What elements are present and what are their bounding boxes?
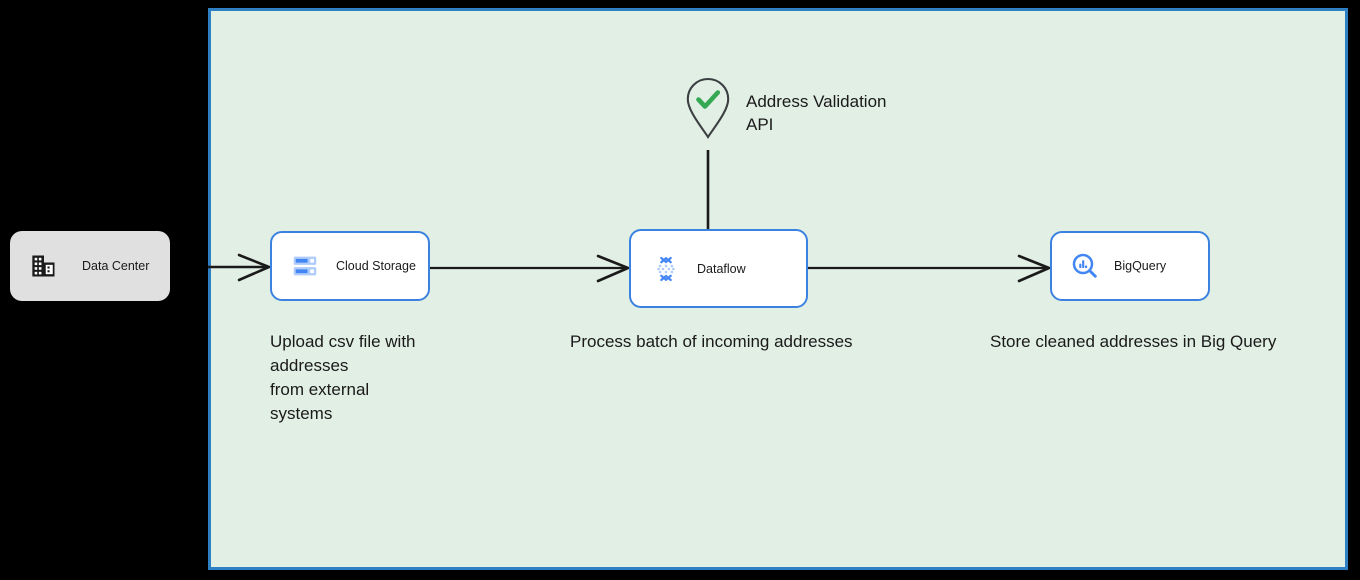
node-cloud-storage-label: Cloud Storage xyxy=(336,259,416,273)
node-data-center-label: Data Center xyxy=(82,259,150,273)
dataflow-icon xyxy=(651,254,681,284)
caption-upload-line-3: from external xyxy=(270,380,370,399)
caption-store: Store cleaned addresses in Big Query xyxy=(990,332,1277,351)
node-dataflow[interactable]: Dataflow xyxy=(629,229,808,308)
caption-upload-line-1: Upload csv file with xyxy=(270,332,416,351)
bigquery-icon xyxy=(1070,251,1100,281)
node-address-validation-api-label: Address Validation API xyxy=(746,90,936,136)
api-label-line-1: Address Validation xyxy=(746,92,887,111)
node-address-validation-api[interactable]: Address Validation API xyxy=(684,76,934,146)
caption-process: Process batch of incoming addresses xyxy=(570,332,853,351)
caption-upload-line-4: systems xyxy=(270,404,333,423)
api-label-line-2: API xyxy=(746,115,774,134)
node-cloud-storage[interactable]: Cloud Storage xyxy=(270,231,430,301)
node-data-center[interactable]: Data Center xyxy=(10,231,170,301)
caption-upload: Upload csv file with addresses from exte… xyxy=(270,330,480,426)
data-center-building-icon xyxy=(30,252,58,280)
caption-upload-line-2: addresses xyxy=(270,356,349,375)
node-bigquery[interactable]: BigQuery xyxy=(1050,231,1210,301)
node-dataflow-label: Dataflow xyxy=(697,261,746,276)
cloud-storage-icon xyxy=(290,251,320,281)
location-pin-check-icon xyxy=(684,76,732,140)
node-bigquery-label: BigQuery xyxy=(1114,259,1167,273)
